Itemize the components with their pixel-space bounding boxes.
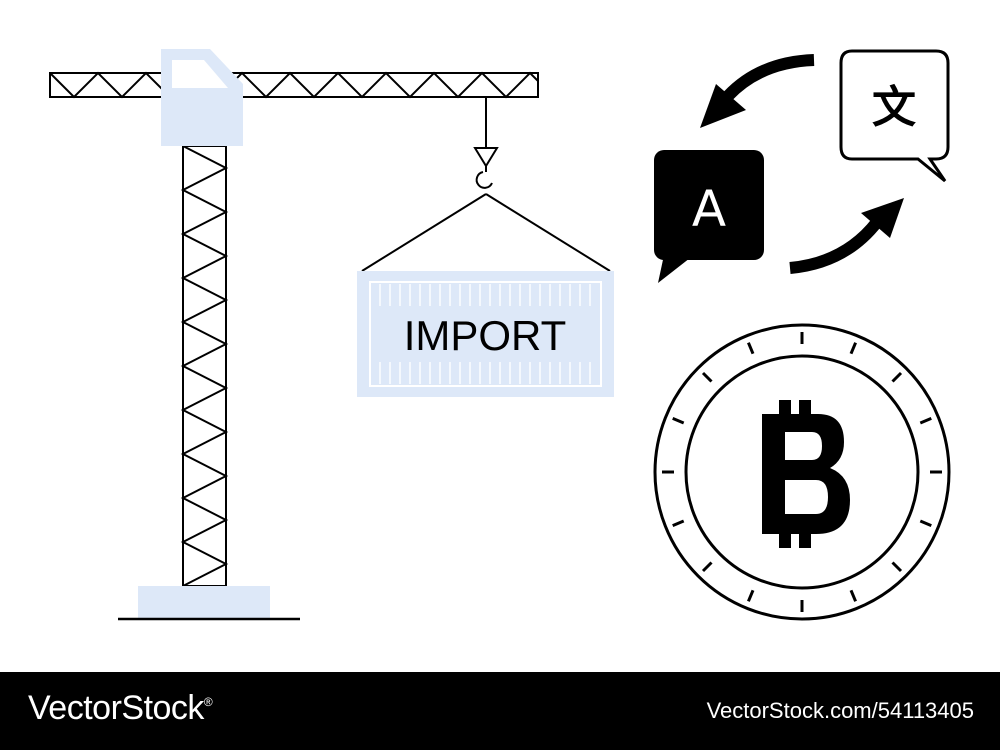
arrow-bottom-head-icon xyxy=(861,198,904,238)
registered-mark: ® xyxy=(203,695,213,709)
coin-rim-tick xyxy=(701,371,713,383)
crane-mast xyxy=(180,145,229,587)
sling-left xyxy=(361,193,487,272)
coin-rim-tick xyxy=(891,561,903,573)
bubble-glyph-wen: 文 xyxy=(872,82,916,133)
crane-base xyxy=(138,586,270,618)
crane-jib xyxy=(49,71,539,99)
arrow-top-icon xyxy=(723,54,815,101)
bubble-letter-a: A xyxy=(692,180,726,238)
coin-rim-tick xyxy=(747,342,755,355)
coin-rim-tick xyxy=(919,417,932,425)
coin-rim-tick xyxy=(701,561,713,573)
coin-rim-tick xyxy=(672,519,685,527)
arrow-bottom-icon xyxy=(789,218,882,274)
import-container: IMPORT xyxy=(357,271,614,397)
sling-right xyxy=(485,193,611,272)
translate-icon: A 文 xyxy=(654,49,950,283)
image-id: VectorStock.com/54113405 xyxy=(706,698,974,723)
watermark-footer: VectorStock® VectorStock.com/54113405 xyxy=(0,672,1000,750)
brand-logo: VectorStock® xyxy=(28,689,213,728)
arrow-top-head-icon xyxy=(700,84,746,128)
brand-name: VectorStock xyxy=(28,689,204,727)
coin-rim-tick xyxy=(747,589,755,602)
coin-rim-tick xyxy=(849,342,857,355)
speech-bubble-left: A xyxy=(654,150,764,283)
hook-curve xyxy=(475,166,493,189)
hook-icon xyxy=(473,147,499,168)
swap-arrows-icon xyxy=(723,54,882,274)
coin-rim-tick xyxy=(919,519,932,527)
crane-cabin xyxy=(161,49,243,146)
container-label: IMPORT xyxy=(404,312,567,359)
illustration-canvas: IMPORT A 文 xyxy=(49,49,951,621)
bitcoin-icon xyxy=(762,400,850,548)
speech-bubble-right: 文 xyxy=(839,49,950,183)
tower-crane xyxy=(49,49,611,621)
coin xyxy=(653,323,951,621)
coin-rim-tick xyxy=(849,589,857,602)
coin-rim-tick xyxy=(672,417,685,425)
coin-rim-tick xyxy=(891,371,903,383)
